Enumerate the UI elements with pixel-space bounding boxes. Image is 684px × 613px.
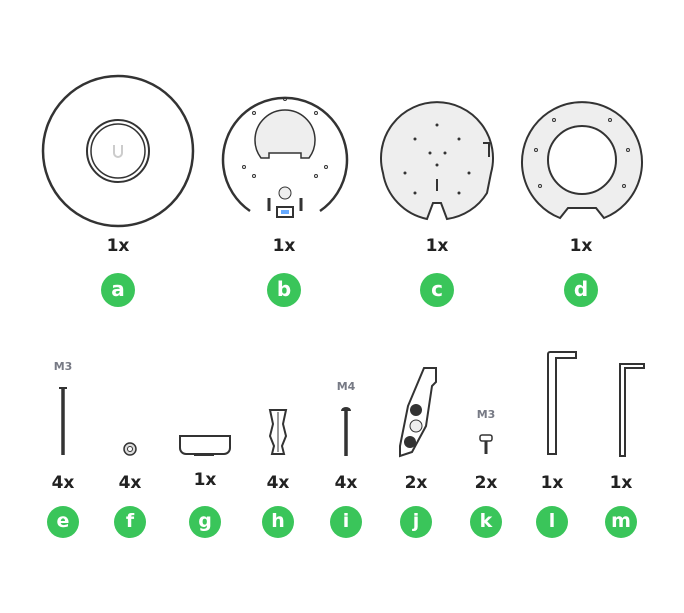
locking-clip-icon xyxy=(399,367,437,458)
item-h-count: 4x xyxy=(266,473,290,493)
item-b-badge: b xyxy=(267,273,301,307)
wood-screw-icon xyxy=(341,407,351,456)
item-a-count: 1x xyxy=(106,236,130,256)
wall-anchor-icon xyxy=(268,409,288,455)
item-j-badge: j xyxy=(400,506,432,538)
item-f-count: 4x xyxy=(118,473,142,493)
item-l-count: 1x xyxy=(540,473,564,493)
long-screw-icon xyxy=(59,387,67,455)
item-m-badge: m xyxy=(605,506,637,538)
item-k-count: 2x xyxy=(474,473,498,493)
item-e-size: M3 xyxy=(53,360,73,373)
access-point-back-icon xyxy=(221,96,349,218)
item-e-count: 4x xyxy=(51,473,75,493)
nut-icon xyxy=(123,442,137,456)
short-screw-icon xyxy=(479,434,493,454)
item-f-badge: f xyxy=(114,506,146,538)
item-h-badge: h xyxy=(262,506,294,538)
item-i-count: 4x xyxy=(334,473,358,493)
item-b-count: 1x xyxy=(272,236,296,256)
item-m-count: 1x xyxy=(609,473,633,493)
item-e-badge: e xyxy=(47,506,79,538)
item-i-size: M4 xyxy=(336,380,356,393)
item-g-badge: g xyxy=(189,506,221,538)
small-hex-key-icon xyxy=(619,363,645,457)
mounting-plate-icon xyxy=(380,101,494,221)
item-j-count: 2x xyxy=(404,473,428,493)
item-g-count: 1x xyxy=(193,470,217,490)
item-c-count: 1x xyxy=(425,236,449,256)
item-a-badge: a xyxy=(101,273,135,307)
item-d-badge: d xyxy=(564,273,598,307)
item-i-badge: i xyxy=(330,506,362,538)
access-point-front-icon xyxy=(41,74,195,228)
item-l-badge: l xyxy=(536,506,568,538)
cover-clip-icon xyxy=(179,435,231,456)
ceiling-bracket-icon xyxy=(521,101,643,220)
item-d-count: 1x xyxy=(569,236,593,256)
item-k-size: M3 xyxy=(476,408,496,421)
item-k-badge: k xyxy=(470,506,502,538)
item-c-badge: c xyxy=(420,273,454,307)
large-hex-key-icon xyxy=(547,351,577,455)
